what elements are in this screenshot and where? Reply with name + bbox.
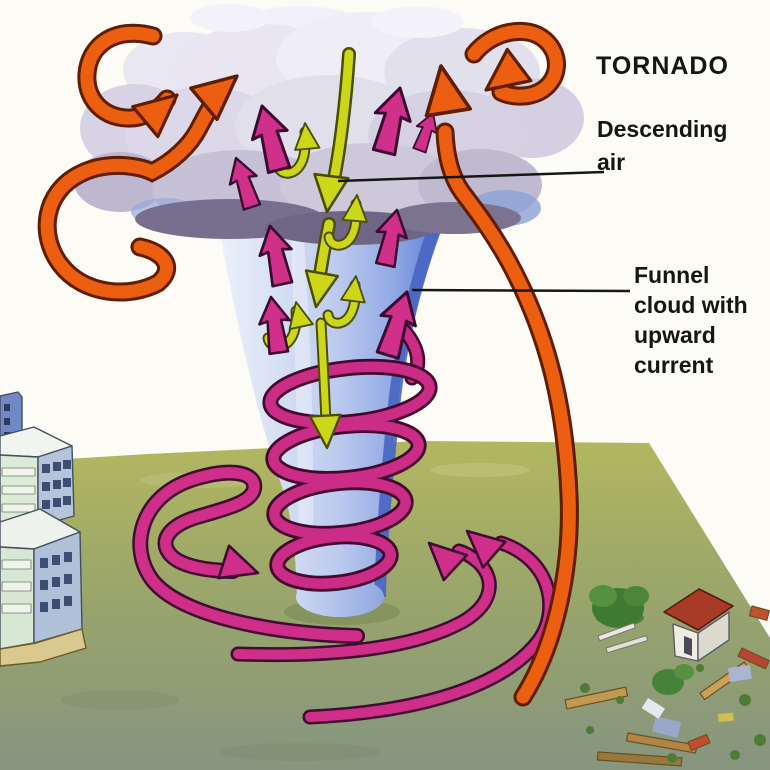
label-funnel-cloud-line2: cloud with bbox=[634, 292, 748, 318]
label-funnel-cloud-line1: Funnel bbox=[634, 262, 710, 288]
building-a bbox=[0, 426, 75, 530]
building-b bbox=[0, 508, 87, 667]
label-descending-air-line1: Descending bbox=[597, 116, 728, 142]
descending-air-pointer-line bbox=[337, 170, 605, 183]
label-descending-air: Descending air bbox=[597, 113, 727, 179]
diagram-title: TORNADO bbox=[596, 52, 729, 80]
label-funnel-cloud-line4: current bbox=[634, 352, 714, 378]
storm-cloud bbox=[74, 4, 584, 245]
debris-field bbox=[564, 585, 770, 767]
label-funnel-cloud: Funnel cloud with upward current bbox=[634, 260, 748, 380]
label-funnel-cloud-line3: upward bbox=[634, 322, 716, 348]
funnel-cloud-pointer-line bbox=[411, 288, 631, 293]
pointer-lines bbox=[337, 170, 631, 293]
label-descending-air-line2: air bbox=[597, 149, 626, 175]
buildings bbox=[0, 391, 87, 667]
ruined-house bbox=[663, 588, 734, 662]
rotating-coil-arrow bbox=[262, 325, 438, 592]
